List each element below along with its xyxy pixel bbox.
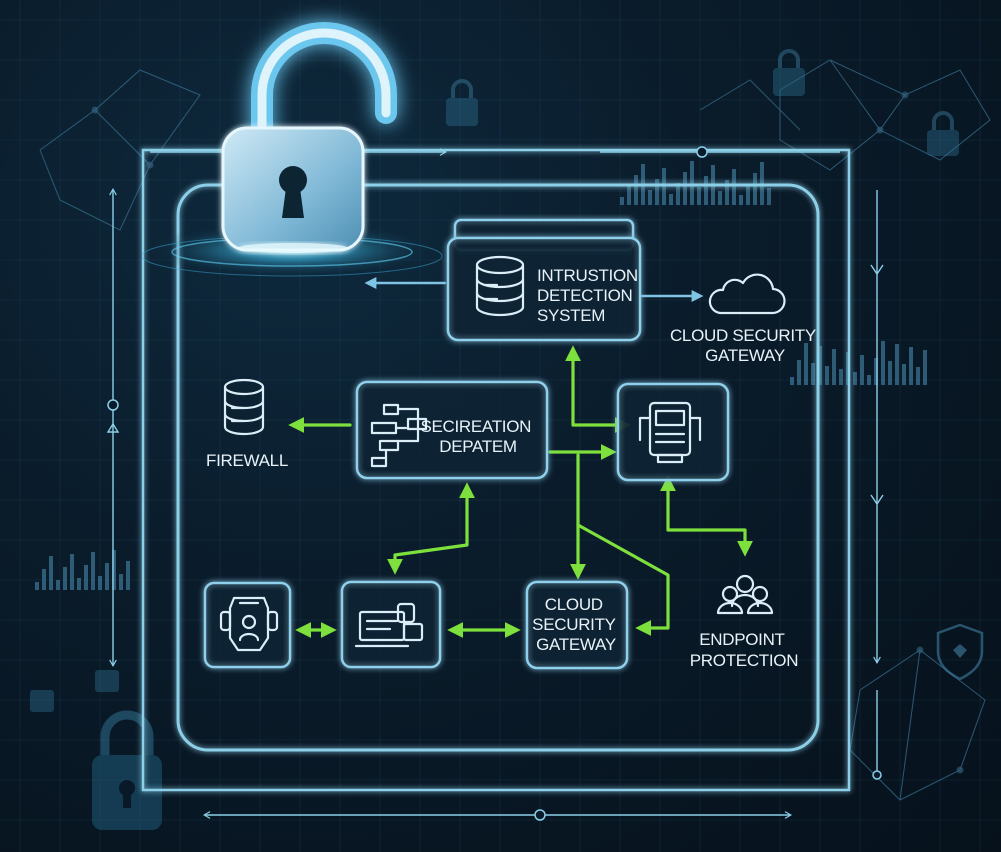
padlock-icon [92, 710, 162, 830]
cloud-bottom-label-line-2: SECURITY [532, 615, 616, 634]
node-workstation[interactable] [340, 580, 442, 669]
cloud-top-label-line-1: CLOUD SECURITY [670, 326, 816, 345]
flowchart-icon [370, 403, 428, 468]
terminal-icon [638, 401, 702, 464]
connector-terminal-to-endpoint [660, 475, 753, 557]
server-stack-icon [475, 255, 525, 317]
center-label: SECIREATION DEPATEM [420, 417, 535, 456]
cloud-bottom-label: CLOUD SECURITY GATEWAY [532, 595, 620, 654]
ids-label: INTRUSTION DETECTION SYSTEM [537, 266, 642, 325]
center-label-line-1: SECIREATION [420, 417, 531, 436]
node-intrusion-detection-system[interactable]: INTRUSTION DETECTION SYSTEM [446, 218, 642, 342]
cloud-icon [708, 273, 786, 315]
connectors [288, 277, 753, 638]
center-label-line-2: DEPATEM [439, 437, 517, 456]
endpoint-label: ENDPOINT PROTECTION [690, 630, 798, 670]
firewall-label: FIREWALL [206, 451, 288, 470]
node-endpoint-protection[interactable]: ENDPOINT PROTECTION [690, 574, 799, 670]
cloud-bottom-label-line-3: GATEWAY [536, 635, 616, 654]
node-firewall[interactable]: FIREWALL [206, 378, 288, 470]
ids-label-line-1: INTRUSTION [537, 266, 638, 285]
node-secireation-depatem[interactable]: SECIREATION DEPATEM [355, 380, 549, 480]
network-mesh [39, 59, 991, 801]
connector-ids-to-terminal [565, 345, 631, 433]
connector-center-to-workstation [387, 482, 475, 575]
node-robot[interactable] [203, 581, 292, 669]
shield-icon [936, 623, 984, 681]
unlocked-padlock-icon [141, 22, 443, 278]
workstation-icon [354, 602, 424, 648]
cloud-top-label: CLOUD SECURITY GATEWAY [670, 326, 820, 365]
ids-label-line-2: DETECTION [537, 286, 633, 305]
outer-frame [106, 146, 884, 821]
cloud-bottom-label-line-1: CLOUD [545, 595, 603, 614]
endpoint-label-line-2: PROTECTION [690, 651, 798, 670]
node-cloud-security-gateway-bottom[interactable]: CLOUD SECURITY GATEWAY [525, 580, 629, 670]
database-icon [223, 378, 265, 436]
bar-chart [35, 161, 927, 590]
node-terminal[interactable] [616, 382, 730, 482]
connector-to-cloud-bottom [576, 523, 670, 636]
ids-label-line-3: SYSTEM [537, 306, 605, 325]
robot-icon [219, 596, 279, 652]
padlock-icon [30, 49, 959, 712]
node-cloud-security-gateway-top[interactable]: CLOUD SECURITY GATEWAY [670, 273, 820, 365]
users-icon [716, 574, 774, 615]
endpoint-label-line-1: ENDPOINT [699, 630, 784, 649]
cloud-top-label-line-2: GATEWAY [705, 346, 785, 365]
